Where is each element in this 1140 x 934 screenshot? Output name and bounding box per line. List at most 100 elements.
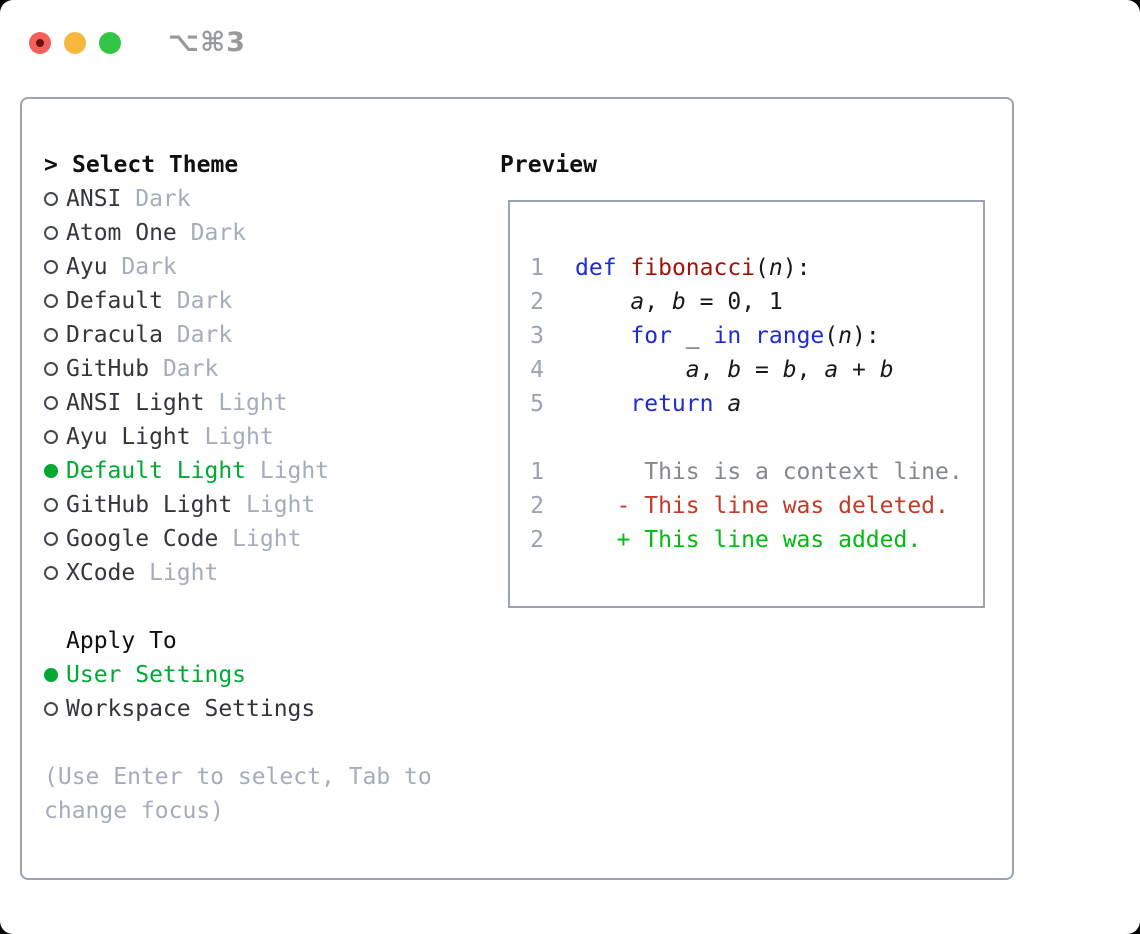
code-segment-txt <box>713 391 727 417</box>
code-segment-kw: range <box>755 323 825 349</box>
code-content: + This line was added. <box>575 523 922 557</box>
minimize-button[interactable] <box>64 31 86 54</box>
theme-option-variant: Light <box>204 390 288 416</box>
theme-option-name: ANSI Light <box>66 390 205 416</box>
code-content: This is a context line. <box>575 455 963 489</box>
code-segment-txt <box>575 357 686 383</box>
radio-icon <box>44 260 58 274</box>
theme-option-variant: Light <box>135 560 219 586</box>
radio-icon <box>44 362 58 376</box>
code-segment-kw: def <box>575 255 617 281</box>
theme-option-name: Default Light <box>66 458 247 484</box>
theme-option-dracula[interactable]: Dracula Dark <box>38 318 488 352</box>
code-segment-var: b <box>879 357 894 383</box>
theme-option-ayu-light[interactable]: Ayu Light Light <box>38 420 488 454</box>
radio-icon <box>44 498 58 512</box>
theme-option-xcode[interactable]: XCode Light <box>38 556 488 590</box>
code-segment-txt: ( <box>755 255 769 281</box>
code-segment-txt <box>575 289 630 315</box>
theme-option-name: GitHub <box>66 356 150 382</box>
preview-code-line: 1 This is a context line. <box>518 455 983 489</box>
theme-option-ayu[interactable]: Ayu Dark <box>38 250 488 284</box>
code-segment-var: a <box>727 391 742 417</box>
close-button[interactable] <box>29 31 51 54</box>
line-number: 2 <box>530 493 544 519</box>
apply-option-label: Workspace Settings <box>66 696 316 722</box>
window-titlebar: ⌥⌘3 <box>29 27 246 58</box>
code-segment-txt <box>617 255 631 281</box>
line-number: 2 <box>530 527 544 553</box>
focus-prompt-icon: > <box>44 152 58 178</box>
theme-option-variant: Dark <box>149 356 219 382</box>
code-segment-var: a <box>824 357 839 383</box>
theme-option-variant: Light <box>218 526 302 552</box>
code-content: a, b = b, a + b <box>575 353 894 387</box>
theme-option-name: Default <box>66 288 163 314</box>
radio-icon <box>44 226 58 240</box>
code-segment-txt: , <box>699 357 728 383</box>
theme-option-default[interactable]: Default Dark <box>38 284 488 318</box>
preview-code-line: 5 return a <box>518 387 983 421</box>
code-segment-fn: fibonacci <box>630 255 756 281</box>
theme-option-name: Atom One <box>66 220 177 246</box>
line-number <box>518 421 544 455</box>
preview-code-line: 2 + This line was added. <box>518 523 983 557</box>
code-content: for _ in range(n): <box>575 319 880 353</box>
theme-option-variant: Dark <box>121 186 191 212</box>
code-segment-var: n <box>838 323 853 349</box>
theme-option-name: GitHub Light <box>66 492 233 518</box>
theme-option-variant: Light <box>232 492 316 518</box>
code-segment-ctx: This is a context line. <box>575 459 963 485</box>
code-segment-txt: = <box>741 357 783 383</box>
code-segment-var: b <box>671 289 686 315</box>
code-segment-txt <box>575 323 630 349</box>
apply-option-label: User Settings <box>66 662 247 688</box>
theme-option-github-light[interactable]: GitHub Light Light <box>38 488 488 522</box>
theme-option-github[interactable]: GitHub Dark <box>38 352 488 386</box>
theme-panel-title: Select Theme <box>72 152 239 178</box>
radio-icon <box>44 192 58 206</box>
code-segment-var: b <box>727 357 742 383</box>
spacer <box>38 590 488 624</box>
theme-option-name: Google Code <box>66 526 219 552</box>
theme-option-name: Ayu Light <box>66 424 191 450</box>
code-segment-txt: = 0, 1 <box>685 289 783 315</box>
theme-panel-header: > Select Theme <box>38 148 488 182</box>
code-content: def fibonacci(n): <box>575 251 810 285</box>
radio-selected-icon <box>44 668 58 682</box>
code-segment-txt: _ <box>671 323 714 349</box>
code-segment-var: b <box>782 357 797 383</box>
theme-option-variant: Dark <box>107 254 177 280</box>
code-content: return a <box>575 387 741 421</box>
apply-panel-title: Apply To <box>66 628 177 654</box>
theme-option-ansi[interactable]: ANSI Dark <box>38 182 488 216</box>
radio-icon <box>44 396 58 410</box>
code-segment-txt <box>741 323 755 349</box>
spacer <box>38 726 488 760</box>
line-number: 1 <box>530 255 544 281</box>
maximize-button[interactable] <box>99 31 121 54</box>
preview-code-line: 4 a, b = b, a + b <box>518 353 983 387</box>
line-number: 5 <box>530 391 544 417</box>
theme-option-name: Ayu <box>66 254 108 280</box>
radio-icon <box>44 532 58 546</box>
apply-option-user-settings[interactable]: User Settings <box>38 658 488 692</box>
code-segment-txt: , <box>644 289 672 315</box>
code-segment-txt: ( <box>824 323 839 349</box>
preview-code-line: 2 - This line was deleted. <box>518 489 983 523</box>
code-segment-txt: ): <box>852 323 880 349</box>
theme-option-ansi-light[interactable]: ANSI Light Light <box>38 386 488 420</box>
code-content: a, b = 0, 1 <box>575 285 783 319</box>
apply-panel-header: Apply To <box>38 624 488 658</box>
theme-option-default-light[interactable]: Default Light Light <box>38 454 488 488</box>
theme-option-google-code[interactable]: Google Code Light <box>38 522 488 556</box>
close-active-dot-icon <box>36 38 44 47</box>
code-segment-var: a <box>685 357 700 383</box>
theme-option-atom-one[interactable]: Atom One Dark <box>38 216 488 250</box>
apply-option-workspace-settings[interactable]: Workspace Settings <box>38 692 488 726</box>
